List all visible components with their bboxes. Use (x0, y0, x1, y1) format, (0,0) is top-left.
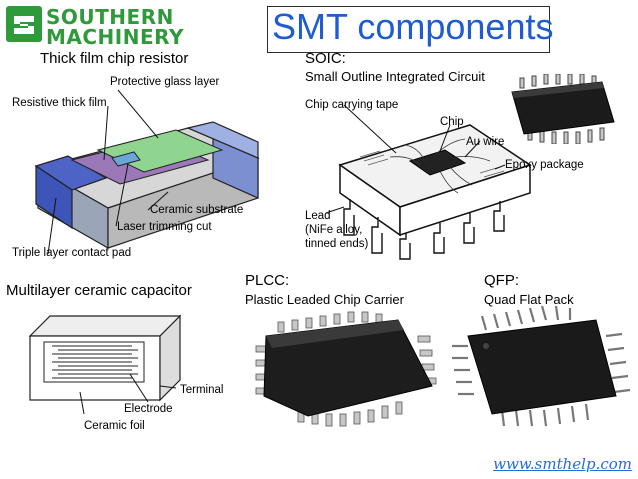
soic-cutaway-diagram (325, 104, 532, 260)
logo-text-machinery: MACHINERY (46, 25, 184, 49)
title-frame (267, 6, 550, 53)
label-lead-material: (NiFe alloy, (305, 224, 363, 236)
label-protective-glass: Protective glass layer (110, 76, 220, 88)
label-resistive-film: Resistive thick film (12, 97, 107, 109)
soic-chip-image (511, 74, 615, 144)
label-au-wire: Au wire (466, 136, 505, 148)
label-ceramic-substrate: Ceramic substrate (150, 204, 244, 216)
label-lead: Lead (305, 210, 331, 222)
label-lead-ends: tinned ends) (305, 238, 369, 250)
chip-resistor-diagram (34, 89, 260, 255)
qfp-caption: QFP: (484, 272, 520, 289)
label-contact-pad: Triple layer contact pad (12, 247, 132, 259)
soic-subcaption: Small Outline Integrated Circuit (305, 69, 485, 84)
logo-icon (6, 6, 42, 42)
capacitor-diagram (28, 314, 182, 415)
resistor-caption: Thick film chip resistor (40, 50, 189, 67)
plcc-subcaption: Plastic Leaded Chip Carrier (245, 292, 404, 307)
qfp-subcaption: Quad Flat Pack (484, 292, 574, 307)
label-terminal: Terminal (180, 384, 224, 396)
page-title: SMT components (272, 6, 554, 47)
logo-text-southern: SOUTHERN (46, 5, 174, 29)
plcc-caption: PLCC: (245, 272, 290, 289)
label-laser-trimming: Laser trimming cut (117, 221, 212, 233)
label-chip: Chip (440, 116, 464, 128)
website-link[interactable]: www.smthelp.com (493, 455, 632, 473)
label-epoxy-package: Epoxy package (505, 159, 584, 171)
soic-caption: SOIC: (305, 50, 346, 67)
label-electrode: Electrode (124, 403, 173, 415)
capacitor-caption: Multilayer ceramic capacitor (6, 282, 192, 299)
qfp-chip-image (452, 306, 631, 427)
label-ceramic-foil: Ceramic foil (84, 420, 145, 432)
label-chip-carrying-tape: Chip carrying tape (305, 99, 399, 111)
plcc-chip-image (255, 311, 437, 427)
